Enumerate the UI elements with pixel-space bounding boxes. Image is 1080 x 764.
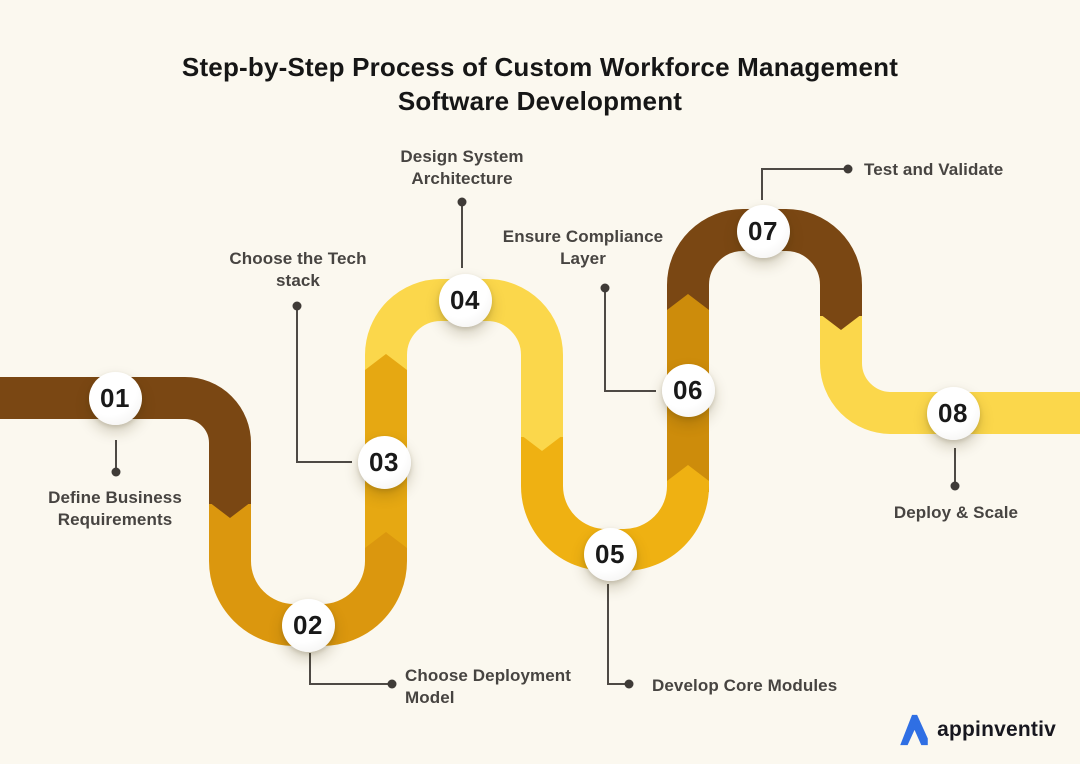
step-label-2: Choose Deployment Model (405, 666, 572, 707)
brand-logo-text: appinventiv (937, 718, 1056, 741)
step-label-5: Develop Core Modules (652, 676, 838, 695)
chevron-transition-7 (820, 314, 862, 330)
step-label-4: Design System Architecture (400, 147, 524, 188)
connector-dot-2 (387, 679, 397, 689)
step-label-3: Choose the Tech stack (229, 249, 367, 290)
step-number-8: 08 (938, 397, 968, 428)
step-number-3: 03 (369, 446, 399, 477)
step-badge-1: 01 (88, 371, 142, 425)
path-segment-1 (0, 377, 251, 504)
connector-dot-5 (624, 679, 634, 689)
connector-dot-3 (292, 301, 302, 311)
step-number-5: 05 (595, 538, 625, 569)
step-number-1: 01 (100, 382, 130, 413)
step-badge-6: 06 (661, 363, 715, 417)
connector-dot-8 (950, 481, 960, 491)
connector-dot-4 (457, 197, 467, 207)
connector-dot-6 (600, 283, 610, 293)
path-segment-8 (820, 303, 1080, 434)
chevron-transition-2 (365, 532, 407, 548)
connector-step-3 (296, 309, 352, 463)
chevron-transition-4 (521, 435, 563, 451)
page-title: Step-by-Step Process of Custom Workforce… (0, 50, 1080, 118)
connector-dot-7 (843, 164, 853, 174)
step-badge-8: 08 (926, 386, 980, 440)
step-number-7: 07 (748, 215, 778, 246)
step-number-2: 02 (293, 609, 323, 640)
chevron-transition-5 (667, 465, 709, 481)
step-label-6: Ensure Compliance Layer (502, 227, 664, 268)
chevron-transition-6 (667, 294, 709, 310)
connector-dot-1 (111, 467, 121, 477)
step-number-4: 04 (450, 284, 480, 315)
step-badge-4: 04 (438, 273, 492, 327)
step-number-6: 06 (673, 374, 703, 405)
step-badge-7: 07 (736, 204, 790, 258)
appinventiv-logo-icon (900, 714, 928, 746)
step-label-7: Test and Validate (864, 160, 1004, 179)
connector-step-7 (761, 168, 845, 200)
step-badge-2: 02 (281, 598, 335, 652)
step-badge-3: 03 (357, 435, 411, 489)
connector-step-2 (309, 653, 390, 685)
connector-step-5 (607, 584, 626, 685)
page-title-line2: Software Development (397, 86, 683, 116)
connector-step-6 (604, 291, 656, 392)
brand-logo: appinventiv (898, 712, 1056, 748)
page-title-line1: Step-by-Step Process of Custom Workforce… (181, 52, 899, 82)
step-badge-5: 05 (583, 527, 637, 581)
step-label-8: Deploy & Scale (893, 503, 1019, 522)
chevron-transition-3 (365, 354, 407, 370)
step-label-1: Define Business Requirements (48, 488, 182, 529)
chevron-transition-1 (209, 502, 251, 518)
